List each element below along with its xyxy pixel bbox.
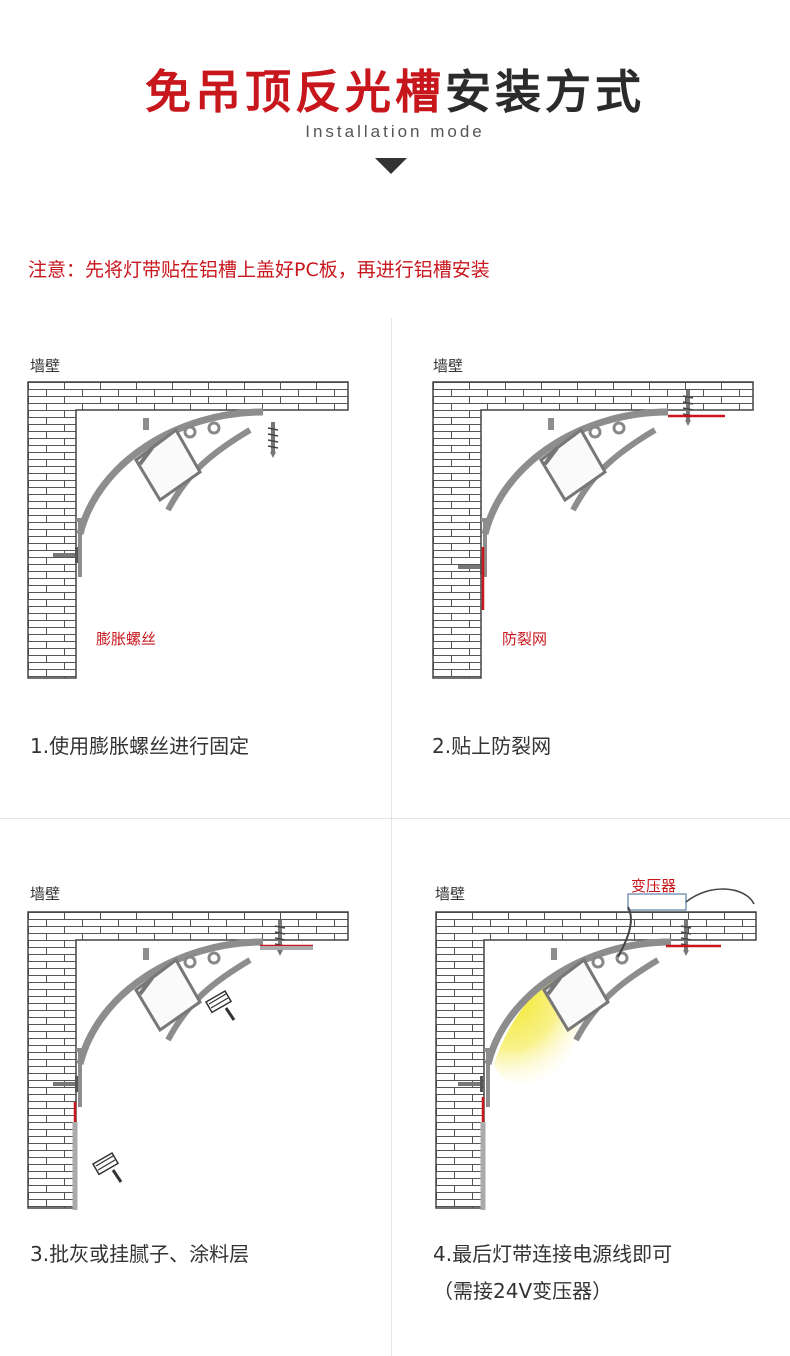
horizontal-divider [0, 818, 790, 819]
wall-label: 墙壁 [433, 357, 464, 375]
installation-diagram-3 [27, 911, 349, 1210]
transformer-box [627, 893, 687, 911]
roller-icon [204, 989, 236, 1022]
roller-icon [91, 1151, 123, 1184]
installation-diagram-4 [435, 888, 757, 1210]
step-caption-line2: （需接24V变压器） [433, 1279, 613, 1303]
panel-step-3: 墙壁 3.批灰或挂腻子、涂料层 [0, 875, 380, 1295]
step-caption: 3.批灰或挂腻子、涂料层 [30, 1242, 250, 1266]
installation-diagram-2 [432, 381, 754, 679]
wall-label: 墙壁 [30, 885, 61, 903]
panel-step-4: 墙壁 变压器 4.最后灯带连接电源线即可 （需接24V变压器） [405, 875, 785, 1303]
callout-anti-crack-mesh: 防裂网 [502, 630, 548, 648]
callout-expansion-screw: 膨胀螺丝 [96, 630, 157, 648]
notice-text: 注意：先将灯带贴在铝槽上盖好PC板，再进行铝槽安装 [28, 259, 490, 281]
step-caption: 2.贴上防裂网 [432, 734, 552, 758]
page-title: 免吊顶反光槽安装方式 [0, 56, 790, 122]
step-caption: 4.最后灯带连接电源线即可 [433, 1242, 673, 1266]
arrow-down-icon [375, 158, 407, 174]
installation-diagram-1 [27, 381, 349, 679]
step-caption: 1.使用膨胀螺丝进行固定 [30, 734, 250, 758]
panel-step-2: 墙壁 防裂网 2.贴上防裂网 [405, 345, 785, 765]
wall-label: 墙壁 [435, 885, 466, 903]
page-subtitle: Installation mode [305, 122, 485, 141]
vertical-divider [391, 318, 392, 1356]
panel-step-1: 墙壁 膨胀螺丝 1.使用膨胀螺丝进行固定 [0, 345, 380, 765]
title-red: 免吊顶反光槽 [145, 65, 445, 119]
wall-label: 墙壁 [30, 357, 61, 375]
header: 免吊顶反光槽安装方式 Installation mode [0, 0, 790, 200]
title-dark: 安装方式 [445, 65, 645, 119]
callout-transformer: 变压器 [631, 877, 677, 895]
